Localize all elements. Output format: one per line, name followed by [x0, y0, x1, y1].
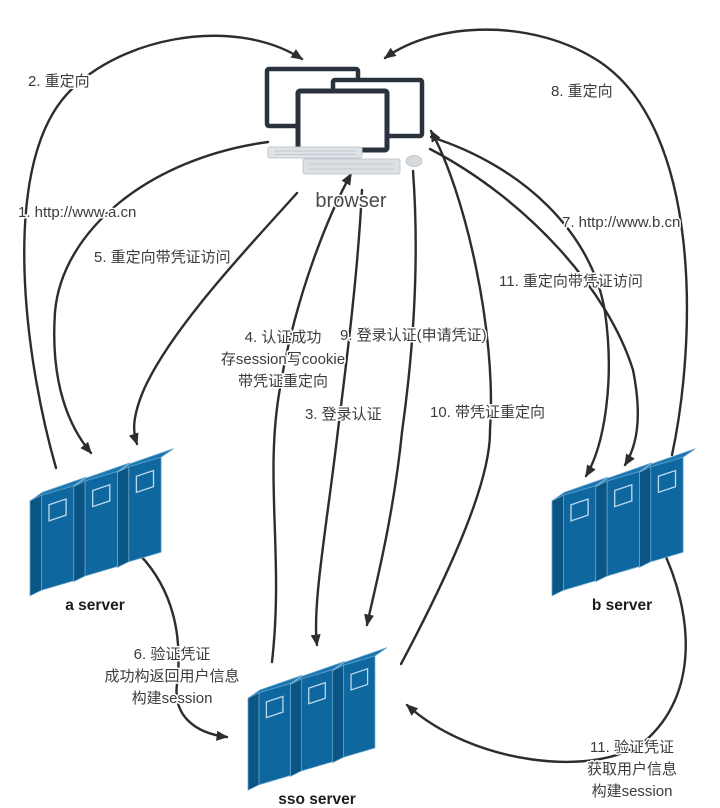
flow-arrow-step11-b-to-sso [405, 544, 687, 764]
flow-arrow-step3-browser-to-sso [310, 188, 364, 647]
flow-arrow-step6-a-to-sso [138, 553, 229, 741]
flow-label-step11-verify-line3: 构建session [592, 783, 673, 800]
sso-server-icon [248, 648, 387, 791]
b-server-node-label: b server [592, 597, 652, 614]
flow-label-step4-line2: 存session写cookie [221, 351, 345, 368]
flow-arrow-step1-browser-to-a [53, 140, 270, 455]
a-server-icon [30, 449, 173, 596]
flow-label-step11-redirect: 11. 重定向带凭证访问 [499, 273, 643, 290]
flow-label-step4-line3: 带凭证重定向 [238, 373, 328, 390]
keyboard-icon [267, 146, 423, 175]
flow-arrows [23, 28, 689, 764]
flow-arrow-step5-browser-to-a [128, 191, 299, 446]
flow-label-step11-verify-line1: 11. 验证凭证 [590, 739, 674, 756]
flow-label-step5: 5. 重定向带凭证访问 [94, 249, 231, 266]
flow-arrow-step11-browser-to-b [428, 147, 639, 467]
flow-label-step2: 2. 重定向 [28, 73, 90, 90]
flow-arrow-step8-b-to-browser [383, 28, 689, 457]
flow-label-step9: 9. 登录认证(申请凭证) [340, 327, 487, 344]
flow-label-step3: 3. 登录认证 [305, 406, 382, 423]
flow-label-step6-line3: 构建session [132, 690, 213, 707]
flow-label-step10: 10. 带凭证重定向 [430, 404, 545, 421]
sso-server-node-label: sso server [278, 791, 356, 808]
flow-label-step1: 1. http://www.a.cn [18, 204, 136, 221]
flow-label-step11-verify-line2: 获取用户信息 [587, 761, 677, 778]
flow-arrow-step9-browser-to-sso [364, 169, 417, 627]
flow-arrow-step4-sso-to-browser [270, 172, 353, 664]
flow-labels: 1. http://www.a.cn 2. 重定向 3. 登录认证 4. 认证成… [17, 72, 682, 802]
flow-arrow-step2-a-to-browser [23, 34, 304, 470]
browser-node-label: browser [315, 190, 386, 212]
flow-label-step7: 7. http://www.b.cn [562, 214, 680, 231]
browser-icon: browser [264, 66, 425, 214]
flow-label-step8: 8. 重定向 [551, 83, 613, 100]
flow-arrow-step7-browser-to-b [429, 135, 610, 478]
flow-label-step6-line1: 6. 验证凭证 [134, 646, 211, 663]
flow-arrow-step10-sso-to-browser [399, 129, 493, 666]
flow-label-step4-line1: 4. 认证成功 [245, 329, 322, 346]
mouse-icon [405, 155, 423, 167]
flow-label-step6-line2: 成功构返回用户信息 [104, 668, 239, 685]
a-server-node-label: a server [65, 597, 124, 614]
